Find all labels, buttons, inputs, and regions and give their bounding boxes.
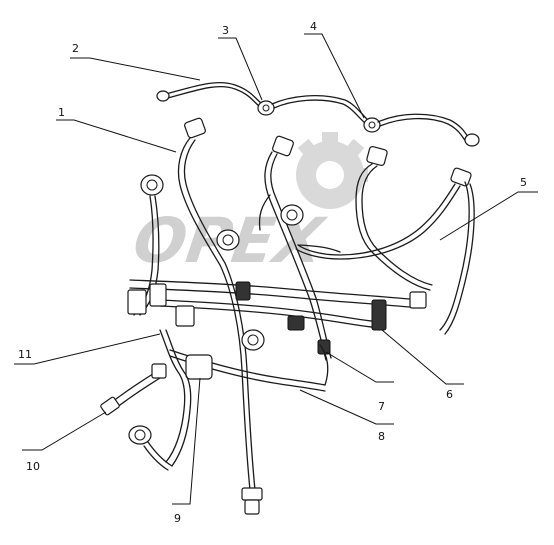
watermark-gear-icon (296, 132, 368, 209)
callout-number: 5 (520, 176, 527, 189)
clamp-9 (185, 354, 213, 380)
pipe-10-end-fitting (100, 396, 120, 416)
clamp-block-mid (235, 281, 251, 301)
pipe-5 (297, 183, 456, 256)
callout-10: 10 (22, 411, 107, 473)
callout-9: 9 (172, 377, 201, 525)
return-rail (129, 279, 421, 301)
injector-fitting-4 (464, 133, 480, 147)
clamp-block-left-3 (175, 305, 195, 327)
pipe-assembly-drawing (100, 81, 480, 515)
pipe-2 (161, 81, 263, 105)
clamp-block-left-1 (127, 289, 147, 315)
callout-1: 1 (56, 106, 177, 153)
pipe-10 (111, 371, 157, 403)
clamp-6 (371, 299, 387, 331)
callout-5: 5 (439, 176, 538, 241)
callout-3: 3 (218, 24, 263, 101)
injector-fitting-3 (363, 117, 381, 133)
callout-11: 11 (14, 333, 161, 365)
callout-7: 7 (325, 351, 394, 413)
callouts: 1 2 3 4 5 6 7 8 (14, 20, 538, 525)
callout-number: 10 (26, 460, 40, 473)
pipe-5-nut (450, 167, 472, 187)
pipe-1 (177, 137, 251, 491)
callout-6: 6 (381, 329, 464, 401)
callout-number: 6 (446, 388, 453, 401)
callout-number: 7 (378, 400, 385, 413)
banjo-fitting-middle (216, 229, 240, 251)
banjo-fitting-upper-left (140, 174, 164, 196)
pipe-3-nut (272, 135, 294, 157)
clamp-block-left-2 (149, 283, 167, 307)
callout-number: 11 (18, 348, 32, 361)
callout-number: 2 (72, 42, 79, 55)
callout-4: 4 (304, 20, 365, 119)
callout-number: 1 (58, 106, 65, 119)
callout-number: 4 (310, 20, 317, 33)
pipe-4-nut (366, 146, 388, 166)
pipe-9-lower-nut (241, 487, 263, 501)
pipe-2-end-fitting (156, 90, 170, 102)
injector-fitting-2 (257, 100, 275, 116)
callout-number: 3 (222, 24, 229, 37)
banjo-fitting-rail (241, 329, 265, 351)
callout-2: 2 (70, 42, 201, 81)
pipe-1-nut (184, 117, 206, 139)
pipe-3 (264, 151, 327, 361)
callout-number: 8 (378, 430, 385, 443)
callout-number: 9 (174, 512, 181, 525)
banjo-fitting-center (280, 204, 304, 226)
banjo-fitting-lower-left (128, 425, 152, 445)
callout-8: 8 (299, 389, 394, 443)
